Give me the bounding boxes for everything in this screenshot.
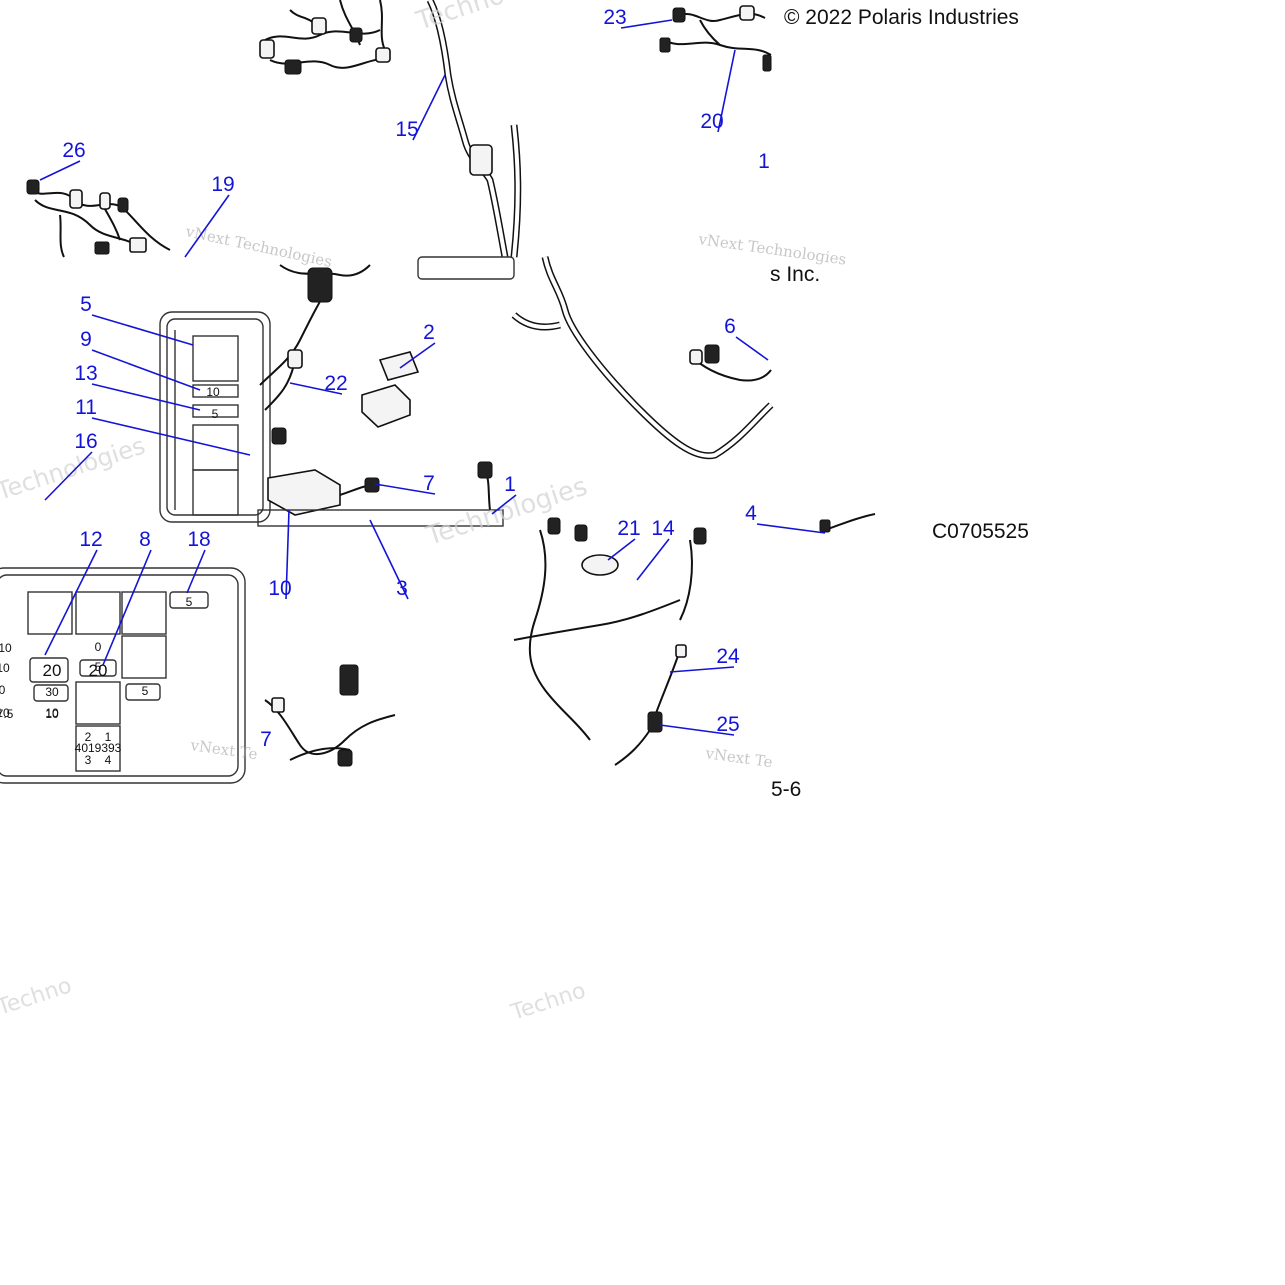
relay-pin-label: 2 xyxy=(85,730,92,744)
watermark: Techno xyxy=(507,978,589,1026)
callout-leader-line xyxy=(399,342,436,369)
relay-pin-label: 4 xyxy=(105,753,112,767)
fuse-rating-label: 7.5 xyxy=(0,707,14,721)
callout-leader-line xyxy=(607,538,636,561)
callout-number: 24 xyxy=(716,645,740,668)
copyright-text: © 2022 Polaris Industries xyxy=(784,6,1019,29)
fuse-rating-label: 0 xyxy=(95,640,102,654)
watermark: vNext Te xyxy=(703,744,773,771)
callout-leader-line xyxy=(289,382,343,395)
fuse-rating-label: 5 xyxy=(186,595,193,609)
fuse-rating-label: 5 xyxy=(212,407,219,421)
callout-number: 15 xyxy=(395,118,418,141)
tile-harness-trunk xyxy=(511,256,774,460)
callout-number: 5 xyxy=(80,293,92,316)
callout-number: 26 xyxy=(62,139,85,162)
callout-leader-line xyxy=(669,666,735,673)
callout-number: 21 xyxy=(617,517,640,540)
tile-harness-bottom-right xyxy=(513,517,707,766)
fuse-rating-label: 10 xyxy=(0,641,12,655)
callout-number: 19 xyxy=(211,173,234,196)
copyright-fragment-text: s Inc. xyxy=(770,263,820,286)
watermarks: vNext Technologies vNext Technologies vN… xyxy=(0,0,848,1026)
fuse-rating-label: 0 xyxy=(0,683,6,697)
callout-leader-line xyxy=(369,519,409,600)
fuse-rating-label: 10 xyxy=(0,706,10,720)
callout-leader-line xyxy=(374,483,436,495)
watermark: vNext Te xyxy=(188,736,258,763)
callout-leader-line xyxy=(44,451,93,501)
callout-number: 14 xyxy=(651,517,675,540)
watermark: Techno xyxy=(0,973,75,1021)
fuse-rating-label-large: 20 xyxy=(43,661,62,680)
callout-number: 18 xyxy=(187,528,210,551)
fuse-rating-label: 5 xyxy=(142,684,149,698)
fuse-rating-label: 10 xyxy=(45,706,59,720)
relay-pin-label: 3 xyxy=(85,753,92,767)
callout-leader-line xyxy=(659,724,735,736)
tile-harness-top xyxy=(259,0,509,258)
callout-number: 11 xyxy=(75,396,97,419)
callout-leader-line xyxy=(491,494,517,515)
callout-leader-line xyxy=(186,549,206,594)
callout-leader-line xyxy=(102,549,152,666)
callout-number: 1 xyxy=(758,150,770,173)
tile-harness-right xyxy=(510,5,772,258)
callout-number: 9 xyxy=(80,328,92,351)
fuse-rating-label: 10 xyxy=(206,385,220,399)
callout-leader-line xyxy=(91,383,201,411)
callout-number: 7 xyxy=(260,728,272,751)
fuse-rating-label: 5 xyxy=(95,660,102,674)
watermark: vNext Technologies xyxy=(183,222,333,271)
callout-number: 4 xyxy=(745,502,757,525)
page-fragment-text: 5-6 xyxy=(771,778,801,801)
callout-leader-line xyxy=(44,549,98,656)
callout-leader-line xyxy=(735,336,769,361)
callout-leader-line xyxy=(91,349,201,391)
tile-fragment-right xyxy=(819,513,876,533)
callout-leader-line xyxy=(91,417,251,456)
callout-leader-line xyxy=(412,74,446,141)
callout-leader-line xyxy=(91,314,194,346)
watermark: Techno xyxy=(412,0,508,37)
callout-leader-line xyxy=(39,160,81,181)
callout-number: 3 xyxy=(396,577,408,600)
tile-connectors-bottom xyxy=(264,664,396,767)
callout-number: 25 xyxy=(716,713,739,736)
fuse-rating-label-large: 20 xyxy=(89,661,108,680)
callout-number: 20 xyxy=(700,110,723,133)
callout-number: 7 xyxy=(423,472,435,495)
callout-number: 2 xyxy=(423,321,435,344)
tile-fusebox-bottom xyxy=(0,567,246,784)
relay-pin-label: 1 xyxy=(105,730,112,744)
tile-module-center xyxy=(257,256,515,527)
callout-leader-line xyxy=(636,538,670,581)
callout-number: 13 xyxy=(74,362,97,385)
callout-number: 22 xyxy=(324,372,347,395)
callout-number: 8 xyxy=(139,528,151,551)
callout-number: 1 xyxy=(504,473,516,496)
callout-number: 6 xyxy=(724,315,736,338)
relay-part-number: 4019393 xyxy=(75,741,122,755)
callout-leader-line xyxy=(285,509,290,600)
callout-leader-line xyxy=(620,19,673,29)
callout-number: 16 xyxy=(74,430,97,453)
fuse-rating-label: 10 xyxy=(45,707,59,721)
callout-number: 23 xyxy=(603,6,626,29)
callout-leader-line xyxy=(756,523,826,534)
tile-fusebox-top xyxy=(159,311,271,523)
fuse-rating-label: 30 xyxy=(45,685,59,699)
diagram-id-text: C0705525 xyxy=(932,520,1029,543)
fuse-rating-label: 10 xyxy=(0,661,10,675)
callout-number: 12 xyxy=(79,528,102,551)
callout-number: 10 xyxy=(268,577,291,600)
callout-leader-line xyxy=(717,49,736,133)
callout-leader-line xyxy=(184,194,230,258)
tile-harness-left xyxy=(26,179,171,258)
